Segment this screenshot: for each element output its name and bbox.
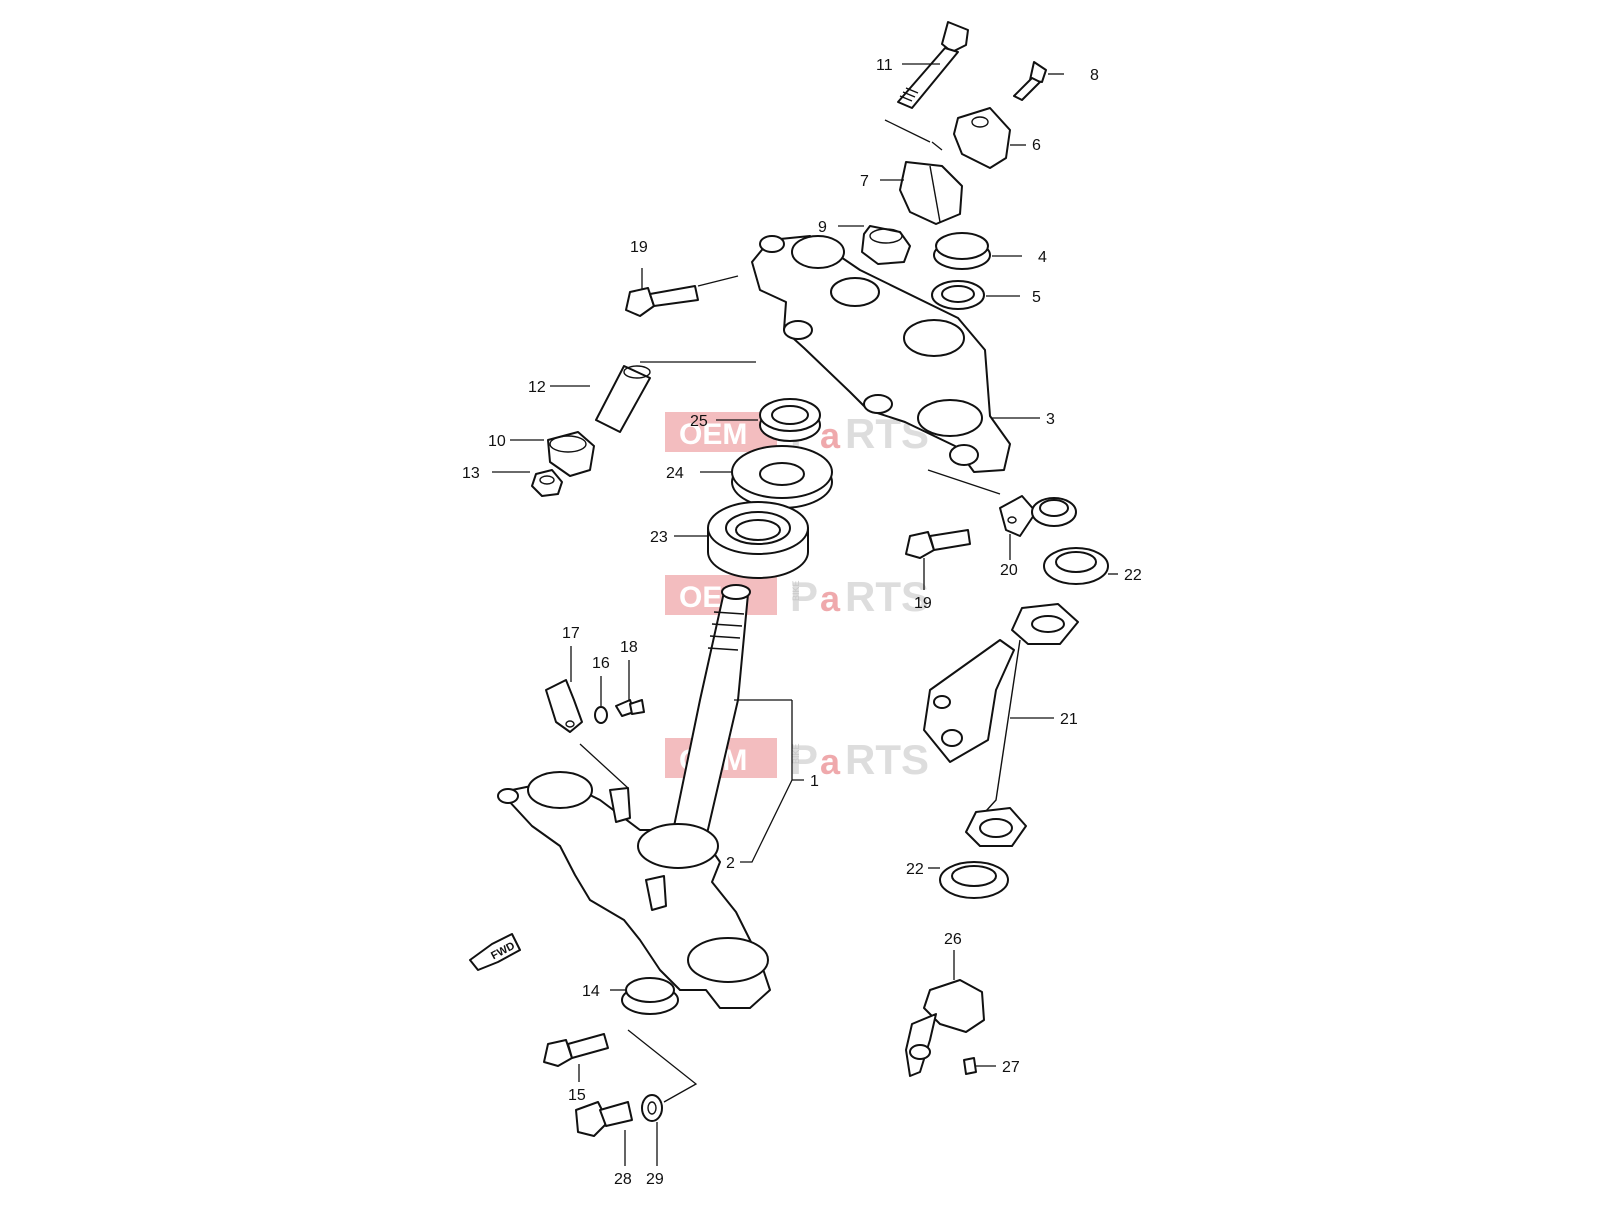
watermark-1: OEM BIKE P a RTS — [665, 410, 929, 457]
fwd-arrow-icon: FWD — [469, 933, 521, 971]
label-9: 9 — [818, 219, 827, 236]
part-19-bolt-upper — [625, 285, 699, 317]
label-29: 29 — [646, 1171, 664, 1188]
label-22-lower: 22 — [906, 861, 924, 878]
label-28: 28 — [614, 1171, 632, 1188]
label-6: 6 — [1032, 137, 1041, 154]
part-5-washer — [931, 280, 985, 310]
label-5: 5 — [1032, 289, 1041, 306]
label-15: 15 — [568, 1087, 586, 1104]
callout-numbers: 11 8 6 7 9 4 5 3 19 12 10 13 25 24 23 20… — [462, 57, 1142, 1188]
part-7-handlebar-holder — [899, 161, 963, 225]
label-14: 14 — [582, 983, 600, 1000]
part-20-grommet — [1031, 497, 1077, 527]
part-22-grommet-lower — [939, 861, 1009, 899]
label-8: 8 — [1090, 67, 1099, 84]
part-1-steering-stem — [671, 584, 751, 839]
label-19-lower: 19 — [914, 595, 932, 612]
label-22-upper: 22 — [1124, 567, 1142, 584]
part-3-upper-bracket — [751, 235, 1011, 473]
part-23-bearing — [707, 501, 809, 579]
part-14-grommet — [621, 977, 679, 1015]
part-9-cushion — [861, 225, 911, 265]
part-26-steering-lock — [905, 979, 985, 1077]
label-25: 25 — [690, 413, 708, 430]
part-19-bolt-lower — [905, 529, 971, 559]
svg-text:OEM: OEM — [679, 418, 747, 451]
part-4-cap — [933, 232, 991, 270]
watermark-2: OEM BIKE P a RTS — [665, 573, 929, 620]
label-24: 24 — [666, 465, 684, 482]
part-16-washer — [594, 706, 608, 724]
label-2: 2 — [726, 855, 735, 872]
label-4: 4 — [1038, 249, 1047, 266]
label-16: 16 — [592, 655, 610, 672]
svg-text:a: a — [820, 578, 841, 619]
part-21-bracket-plate — [923, 603, 1079, 847]
part-12-pin — [595, 365, 651, 433]
part-27-screw — [963, 1057, 977, 1075]
part-20-bracket — [999, 495, 1037, 537]
svg-text:RTS: RTS — [845, 736, 929, 783]
svg-text:a: a — [820, 415, 841, 456]
part-24-dust-seal — [731, 445, 833, 509]
part-28-bolt — [575, 1101, 633, 1137]
part-8-bolt — [1013, 61, 1047, 101]
part-6-handlebar-clamp-upper — [953, 107, 1011, 169]
label-27: 27 — [1002, 1059, 1020, 1076]
label-23: 23 — [650, 529, 668, 546]
part-18-screw — [615, 699, 645, 717]
svg-text:RTS: RTS — [845, 573, 929, 620]
svg-text:BIKE: BIKE — [791, 580, 801, 601]
label-20: 20 — [1000, 562, 1018, 579]
part-lower-bracket — [497, 771, 771, 1009]
leader-lines — [492, 63, 1118, 1166]
label-11: 11 — [876, 57, 893, 74]
label-7: 7 — [860, 173, 869, 190]
part-25-steering-nut — [759, 398, 821, 442]
part-15-bolt — [543, 1033, 609, 1067]
label-1: 1 — [810, 773, 819, 790]
label-19-upper: 19 — [630, 239, 648, 256]
label-3: 3 — [1046, 411, 1055, 428]
label-10: 10 — [488, 433, 506, 450]
part-11-bolt — [897, 21, 969, 109]
svg-text:P: P — [790, 573, 818, 620]
part-22-grommet-upper — [1043, 547, 1109, 585]
svg-text:BIKE: BIKE — [791, 743, 801, 764]
svg-text:P: P — [790, 736, 818, 783]
label-18: 18 — [620, 639, 638, 656]
label-13: 13 — [462, 465, 480, 482]
label-26: 26 — [944, 931, 962, 948]
part-17-clip — [545, 679, 583, 733]
label-17: 17 — [562, 625, 580, 642]
svg-text:a: a — [820, 741, 841, 782]
part-10-cushion — [547, 431, 595, 477]
part-13-nut — [531, 469, 563, 497]
label-21: 21 — [1060, 711, 1078, 728]
part-29-washer — [641, 1094, 663, 1122]
label-12: 12 — [528, 379, 546, 396]
